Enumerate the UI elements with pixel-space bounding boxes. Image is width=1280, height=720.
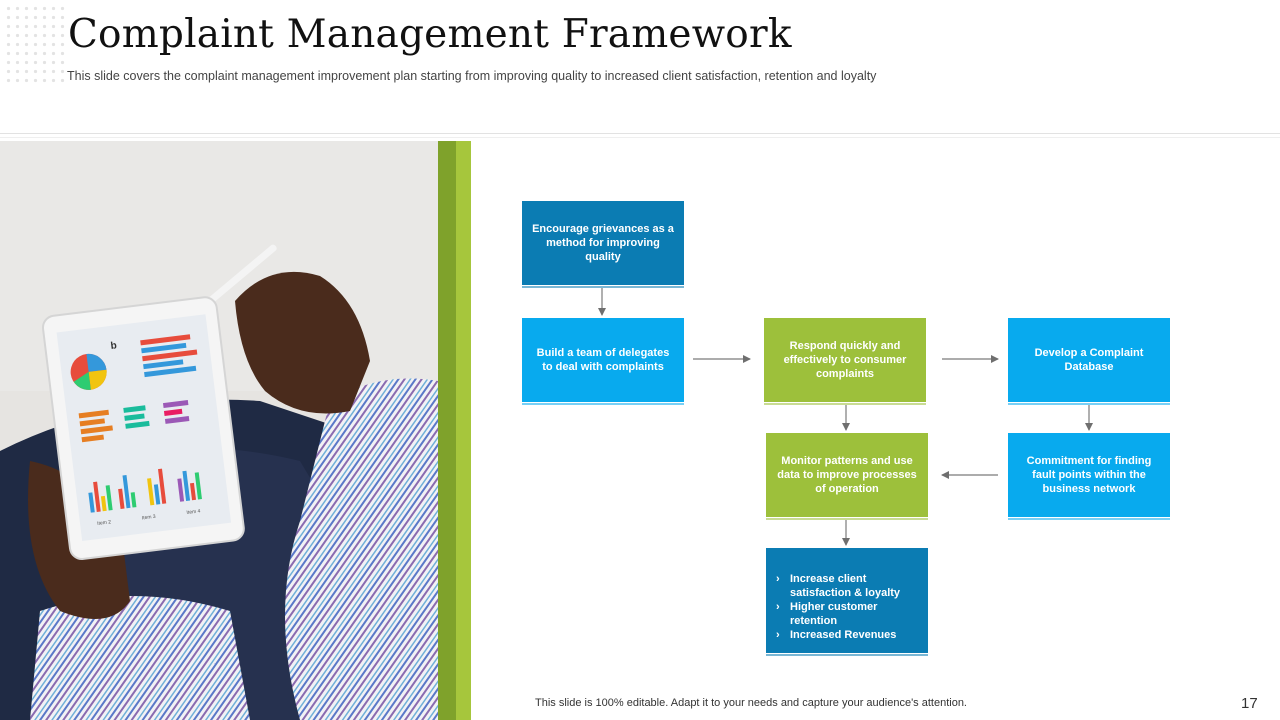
box-database-text: Develop a Complaint Database	[1034, 347, 1144, 373]
photo-illustration: b	[0, 141, 438, 720]
box-outcomes: Increase client satisfaction & loyalty H…	[766, 548, 928, 656]
tablet-label-item3: Item 3	[142, 514, 157, 522]
header-divider	[0, 133, 1280, 134]
box-commitment-text: Commitment for finding fault points with…	[1026, 455, 1152, 495]
header-divider-secondary	[0, 137, 1280, 138]
accent-bar-dark	[438, 141, 456, 720]
box-build-team-text: Build a team of delegates to deal with c…	[536, 347, 670, 373]
page-subtitle: This slide covers the complaint manageme…	[67, 69, 877, 83]
footer-note: This slide is 100% editable. Adapt it to…	[535, 697, 967, 709]
box-respond-text: Respond quickly and effectively to consu…	[783, 340, 907, 380]
tablet-label-item2: Item 2	[97, 519, 112, 527]
outcome-item: Increase client satisfaction & loyalty	[776, 572, 918, 600]
page-title: Complaint Management Framework	[68, 12, 792, 57]
outcome-item: Increased Revenues	[776, 628, 918, 642]
photo-person-with-tablet: b	[0, 141, 438, 720]
box-monitor-patterns: Monitor patterns and use data to improve…	[766, 433, 928, 520]
outcome-item: Higher customer retention	[776, 600, 918, 628]
box-encourage-text: Encourage grievances as a method for imp…	[532, 223, 674, 263]
tablet-label-item4: Item 4	[186, 508, 201, 516]
box-build-team: Build a team of delegates to deal with c…	[522, 318, 684, 405]
tablet-label-b: b	[110, 340, 117, 352]
box-encourage-grievances: Encourage grievances as a method for imp…	[522, 201, 684, 288]
box-respond-quickly: Respond quickly and effectively to consu…	[764, 318, 926, 405]
box-commitment: Commitment for finding fault points with…	[1008, 433, 1170, 520]
accent-bar-light	[456, 141, 471, 720]
outcomes-list: Increase client satisfaction & loyalty H…	[776, 572, 918, 642]
box-develop-database: Develop a Complaint Database	[1008, 318, 1170, 405]
box-monitor-text: Monitor patterns and use data to improve…	[777, 455, 917, 495]
decorative-dot-grid	[4, 4, 68, 84]
page-number: 17	[1241, 695, 1258, 712]
